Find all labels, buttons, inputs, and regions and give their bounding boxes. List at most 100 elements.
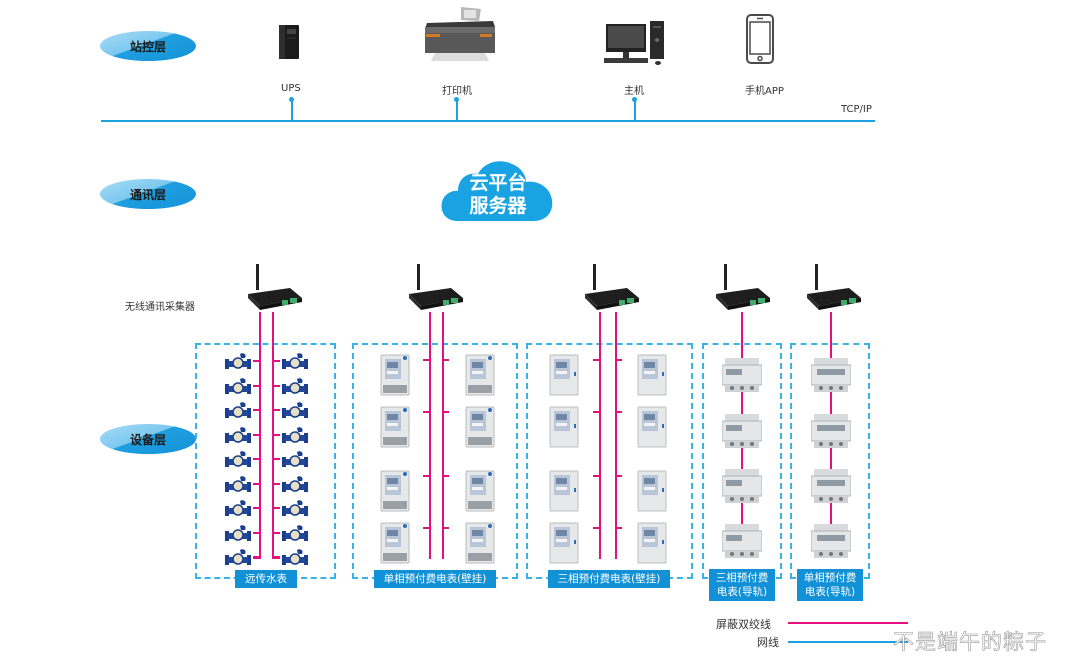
single-phase-din-meter-line (830, 312, 832, 358)
single-phase-wall-meter-icon (465, 470, 495, 512)
water-meter-icon (225, 548, 251, 566)
cloud-icon (441, 161, 553, 221)
three-phase-din-meter-icon (721, 358, 763, 392)
three-phase-wall-meter-branch-line (593, 411, 600, 413)
water-meter-branch-line (253, 531, 260, 534)
ups-icon (278, 24, 300, 60)
group-label-single-phase-wall: 单相预付费电表(壁挂) (374, 570, 496, 588)
water-meter-bus-end (272, 557, 280, 559)
cloud-label-line1: 云平台 (469, 172, 527, 194)
water-meter-branch-line (273, 409, 280, 411)
three-phase-din-meter-icon (721, 524, 763, 558)
water-meter-icon (225, 450, 251, 468)
single-phase-wall-meter-icon (380, 354, 410, 396)
ups-connector (291, 99, 293, 121)
mobile-app-label: 手机APP (745, 86, 784, 97)
three-phase-wall-meter-icon (549, 522, 579, 564)
three-phase-wall-meter-branch-line (615, 527, 622, 529)
water-meter-icon (225, 499, 251, 517)
layer-device: 设备层 (100, 424, 196, 454)
water-meter-icon (282, 499, 308, 517)
water-meter-icon (282, 377, 308, 395)
water-meter-branch-line (253, 409, 260, 411)
three-phase-wall-meter-branch-line (615, 359, 622, 361)
legend-network-label: 网线 (757, 636, 779, 649)
water-meter-branch-line (273, 433, 280, 436)
group-label-three-phase-din: 三相预付费 电表(导轨) (709, 569, 775, 601)
single-phase-wall-meter-icon (380, 406, 410, 448)
wireless-collector-icon (583, 264, 641, 312)
tcp-ip-bus-line (101, 120, 875, 122)
water-meter-icon (282, 450, 308, 468)
single-phase-wall-meter-branch-line (442, 411, 449, 413)
layer-station-label: 站控层 (129, 39, 166, 54)
single-phase-wall-meter-icon (380, 522, 410, 564)
single-phase-wall-meter-branch-line (423, 527, 430, 529)
wireless-collector-label: 无线通讯采集器 (125, 302, 195, 313)
single-phase-wall-meter-branch-line (423, 411, 430, 413)
water-meter-branch-line (273, 507, 280, 509)
water-meter-icon (282, 475, 308, 493)
water-meter-icon (225, 426, 251, 444)
three-phase-din-meter-line (741, 392, 743, 414)
single-phase-wall-meter-bus-left (429, 312, 431, 559)
water-meter-branch-line (273, 458, 280, 460)
water-meter-bus-left (259, 312, 261, 559)
single-phase-wall-meter-icon (465, 354, 495, 396)
three-phase-wall-meter-icon (549, 354, 579, 396)
tcp-ip-label: TCP/IP (841, 104, 872, 115)
single-phase-wall-meter-bus-right (442, 312, 444, 559)
layer-communication: 通讯层 (100, 179, 196, 209)
three-phase-wall-meter-branch-line (593, 359, 600, 361)
water-meter-branch-line (253, 458, 260, 460)
group-label-water-meter: 远传水表 (235, 570, 297, 588)
group-label-three-phase-wall: 三相预付费电表(壁挂) (548, 570, 670, 588)
single-phase-wall-meter-icon (380, 470, 410, 512)
group-label-three-phase-din-line2: 电表(导轨) (716, 586, 768, 598)
group-label-three-phase-din-line1: 三相预付费 (715, 572, 769, 584)
single-phase-wall-meter-icon (465, 406, 495, 448)
group-label-single-phase-din-line2: 电表(导轨) (804, 586, 856, 598)
single-phase-wall-meter-branch-line (423, 475, 430, 477)
single-phase-wall-meter-branch-line (442, 475, 449, 477)
group-label-single-phase-din: 单相预付费 电表(导轨) (797, 569, 863, 601)
water-meter-icon (225, 377, 251, 395)
single-phase-din-meter-icon (810, 524, 852, 558)
ups-connector-dot (289, 97, 294, 102)
legend-network-line (788, 641, 908, 643)
cloud-platform-server: 云平台 服务器 (440, 158, 556, 222)
three-phase-wall-meter-branch-line (615, 411, 622, 413)
water-meter-icon (282, 352, 308, 370)
desktop-connector-dot (632, 97, 637, 102)
single-phase-din-meter-line (830, 448, 832, 469)
printer-connector-dot (454, 97, 459, 102)
layer-device-label: 设备层 (129, 432, 166, 447)
printer-icon (423, 5, 498, 63)
mobile-phone-icon (745, 13, 775, 65)
wireless-collector-icon (407, 264, 465, 312)
three-phase-din-meter-line (741, 312, 743, 358)
water-meter-icon (225, 352, 251, 370)
desktop-computer-icon (603, 18, 665, 66)
wireless-collector-icon (805, 264, 863, 312)
water-meter-branch-line (273, 384, 280, 387)
single-phase-wall-meter-icon (465, 522, 495, 564)
water-meter-branch-line (253, 433, 260, 436)
cloud-label-line2: 服务器 (469, 195, 527, 217)
water-meter-branch-line (253, 507, 260, 509)
water-meter-bus-right (272, 312, 274, 559)
water-meter-icon (282, 524, 308, 542)
water-meter-branch-line (253, 360, 260, 362)
three-phase-wall-meter-icon (637, 470, 667, 512)
water-meter-icon (282, 426, 308, 444)
single-phase-din-meter-icon (810, 469, 852, 503)
desktop-connector (634, 99, 636, 121)
printer-label: 打印机 (442, 86, 472, 97)
layer-station-control: 站控层 (100, 31, 196, 61)
legend-shielded-line (788, 622, 908, 624)
watermark-text: 不是端午的粽子 (893, 630, 1047, 655)
three-phase-wall-meter-branch-line (615, 475, 622, 477)
single-phase-wall-meter-branch-line (442, 527, 449, 529)
single-phase-wall-meter-branch-line (442, 359, 449, 361)
wireless-collector-icon (246, 264, 304, 312)
